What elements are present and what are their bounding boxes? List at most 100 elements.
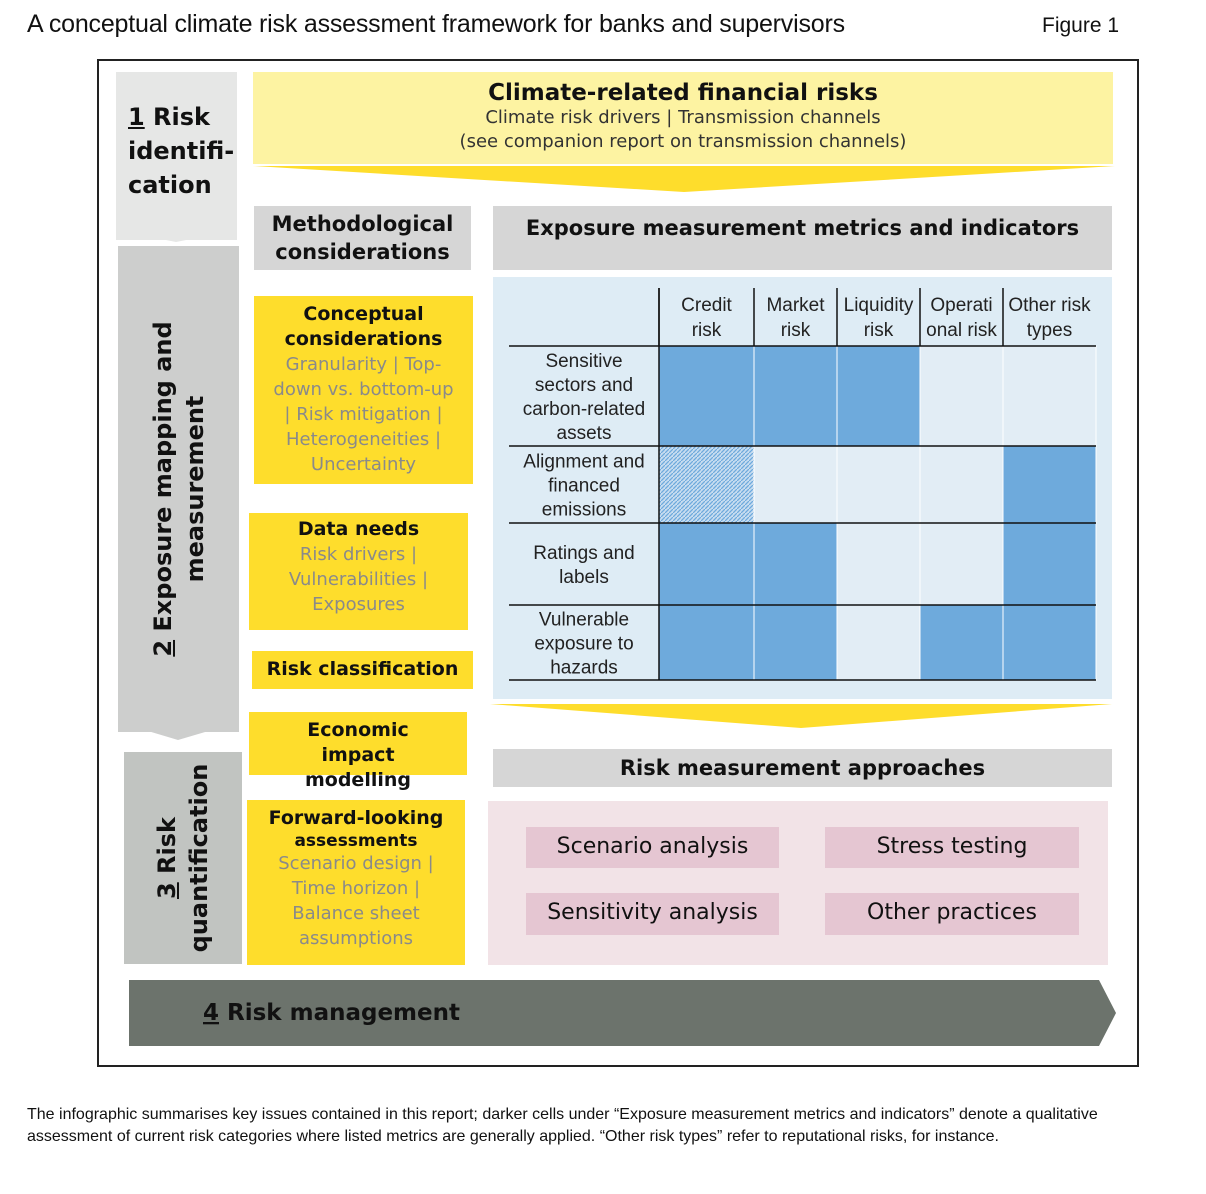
data-needs-item-2: Vulnerabilities | [288,569,429,590]
other-practices-box: Other practices [825,893,1079,935]
step-3-number: 3 [153,882,181,900]
matrix-cell-r4-c3 [836,604,921,681]
column-header-2-line-1: Market [766,295,825,316]
forward-looking-title: Forward-looking [268,807,444,829]
row-label-1-line-1: Sensitive [545,351,622,372]
methodological-header: Methodological considerations [254,206,471,270]
stress-testing-box: Stress testing [825,827,1079,868]
data-needs-box: Data needs Risk drivers | Vulnerabilitie… [249,513,468,630]
climate-risks-banner: Climate-related financial risks Climate … [253,72,1113,164]
exposure-matrix: Credit risk Market risk Liquidity risk Operati… [509,288,1097,681]
column-header-4-line-2: onal risk [926,320,997,341]
banner-line-2: (see companion report on transmission ch… [459,131,907,152]
matrix-cell-r3-c5 [1002,522,1097,606]
step-2-label: 2 Exposure mapping and measurement [147,321,211,656]
step-3-arrow-tip [124,954,242,964]
exposure-header: Exposure measurement metrics and indicat… [493,206,1112,270]
step-4-risk-management-arrow: 4 Risk management [129,980,1116,1046]
matrix-cell-r4-c4 [919,604,1004,681]
matrix-cell-r1-c5 [1002,345,1097,447]
step-3-label: 3 Risk quantification [151,764,215,953]
step-4-label: Risk management [219,1000,460,1026]
column-header-1-line-2: risk [692,320,722,341]
economic-impact-title: Economic impact modelling [304,719,411,791]
banner-down-chevron [253,166,1115,192]
matrix-cell-r3-c1 [658,522,755,606]
column-header-5-line-1: Other risk [1008,295,1091,316]
row-label-3-line-2: labels [559,567,609,588]
conceptual-item-5: Uncertainty [310,454,417,475]
conceptual-item-4: Heterogeneities | [285,429,442,450]
row-label-2-line-2: financed [548,476,620,497]
row-label-1-line-4: assets [557,423,612,444]
column-header-2-line-2: risk [781,320,811,341]
step-1-risk-identification: 1 Risk identifi- cation [116,72,237,240]
matrix-cell-r1-c4 [919,345,1004,447]
step-1-label: 1 Risk identifi- cation [128,100,234,202]
conceptual-item-3: | Risk mitigation | [284,404,443,425]
matrix-cell-r1-c2 [753,345,838,447]
forward-looking-box: Forward-looking assessments Scenario des… [247,800,465,965]
matrix-cell-r2-c4 [919,445,1004,524]
column-header-5-line-2: types [1027,320,1072,341]
column-header-3-line-1: Liquidity [844,295,914,316]
exposure-matrix-panel: Credit risk Market risk Liquidity risk Operati… [493,277,1112,699]
risk-classification-box: Risk classification [252,651,473,689]
matrix-cell-r1-c3 [836,345,921,447]
matrix-cell-r4-c2 [753,604,838,681]
step-4-number: 4 [203,1000,219,1026]
row-label-2-line-3: emissions [542,500,626,521]
row-label-4-line-2: exposure to [534,634,633,655]
conceptual-title: Conceptual considerations [284,303,443,350]
step-2-exposure-mapping: 2 Exposure mapping and measurement [118,246,239,732]
matrix-cell-r3-c4 [919,522,1004,606]
row-label-2-line-1: Alignment and [523,452,644,473]
step-1-number: 1 [128,103,145,131]
step-2-line1: Exposure mapping and [148,321,177,640]
row-label-1-line-2: sectors and [535,375,633,396]
risk-measurement-header: Risk measurement approaches [493,749,1112,787]
conceptual-item-2: down vs. bottom-up [273,379,454,400]
step-2-number: 2 [148,639,177,657]
data-needs-item-1: Risk drivers | [299,544,418,565]
row-label-4-line-3: hazards [550,658,618,679]
forward-looking-subtitle: assessments [294,831,418,851]
row-label-4-line-1: Vulnerable [539,610,629,631]
banner-title: Climate-related financial risks [488,80,878,106]
step-3-line2: quantification [185,763,213,953]
step-1-line1: Risk [144,103,211,131]
matrix-cell-r4-c1 [658,604,755,681]
forward-looking-item-2: Time horizon | [291,878,421,899]
conceptual-item-1: Granularity | Top- [285,354,442,375]
step-3-risk-quantification: 3 Risk quantification [124,752,242,964]
column-header-1-line-1: Credit [681,295,732,316]
conceptual-considerations-box: Conceptual considerations Granularity | … [254,296,473,484]
data-needs-title: Data needs [297,518,420,540]
figure-caption: The infographic summarises key issues co… [27,1106,1098,1145]
risk-approaches-panel [488,801,1108,965]
row-label-1-line-3: carbon-related [523,399,646,420]
matrix-cell-r3-c3 [836,522,921,606]
banner-line-1: Climate risk drivers | Transmission chan… [485,107,881,128]
forward-looking-item-3: Balance sheet [292,903,420,924]
matrix-cell-r2-c5 [1002,445,1097,524]
matrix-cell-r2-c3 [836,445,921,524]
matrix-down-chevron [490,704,1112,728]
data-needs-item-3: Exposures [312,594,405,615]
column-header-3-line-2: risk [864,320,894,341]
matrix-cell-r1-c1 [658,345,755,447]
svg-text:4 Risk management: 4 Risk management [203,1000,460,1026]
row-label-3-line-1: Ratings and [533,543,634,564]
forward-looking-item-1: Scenario design | [278,853,434,874]
matrix-cell-r4-c5 [1002,604,1097,681]
step-2-line2: measurement [180,395,209,583]
matrix-cell-r2-c2 [753,445,838,524]
matrix-cell-r3-c2 [753,522,838,606]
step-1-arrow-tip [116,230,237,242]
column-header-4-line-1: Operati [930,295,992,316]
economic-impact-box: Economic impact modelling [249,712,467,791]
forward-looking-item-4: assumptions [298,928,413,949]
figure-number: Figure 1 [1042,14,1120,37]
step-1-line3: cation [128,171,212,199]
scenario-analysis-box: Scenario analysis [526,827,779,868]
